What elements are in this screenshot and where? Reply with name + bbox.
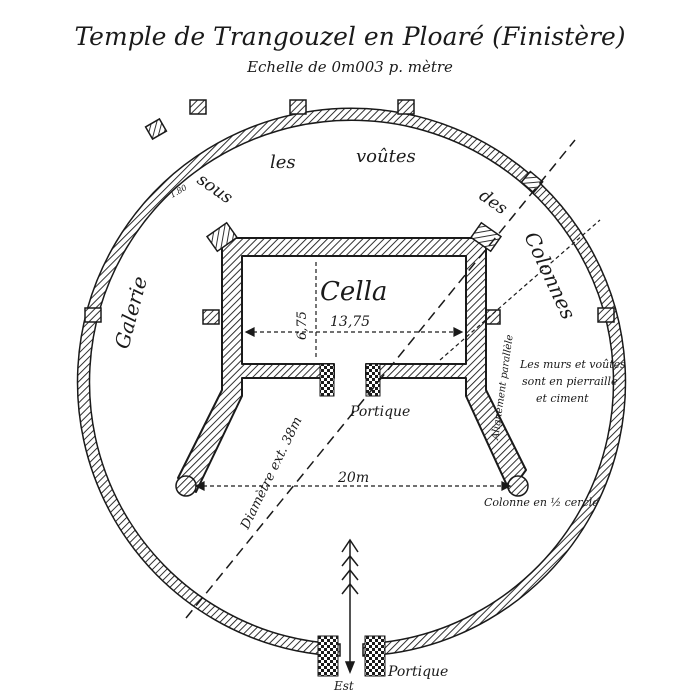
portique-inner-label: Portique [349,404,410,420]
scale-note: Echelle de 0m003 p. mètre [247,58,453,76]
portique-outer-label: Portique [387,664,448,680]
plan-title: Temple de Trangouzel en Ploaré (Finistèr… [74,22,626,51]
diameter-label: Diamètre ext. 38m [238,415,306,533]
est-label: Est [333,679,354,693]
outer-width-label: 20m [337,470,369,486]
wall-note-line-3: et ciment [536,392,589,405]
gallery-word-5: des [475,186,511,220]
gallery-word-2: sous [193,170,236,209]
cella-depth-label: 6,75 [295,311,310,340]
dimension-lines [185,139,601,619]
wall-note-line-1: Les murs et voûtes [519,358,626,371]
gallery-word-4: voûtes [356,146,416,167]
entrance-pillars [317,635,386,677]
gallery-word-3: les [270,152,296,173]
wall-note-line-2: sont en pierraille [522,375,618,388]
alignment-label: Alignement parallèle [490,334,516,442]
wall-note: Les murs et voûtes sont en pierraille et… [519,358,626,405]
gallery-word-1: Galerie [110,274,152,352]
cella-walls [175,221,529,497]
column-note: Colonne en ½ cercle [484,496,599,509]
gallery-word-6: Colonnes [519,228,580,323]
wall-buttresses [84,99,615,325]
cella-label: Cella [320,277,387,307]
orientation-arrow [341,538,359,675]
cella-width-label: 13,75 [330,314,370,330]
